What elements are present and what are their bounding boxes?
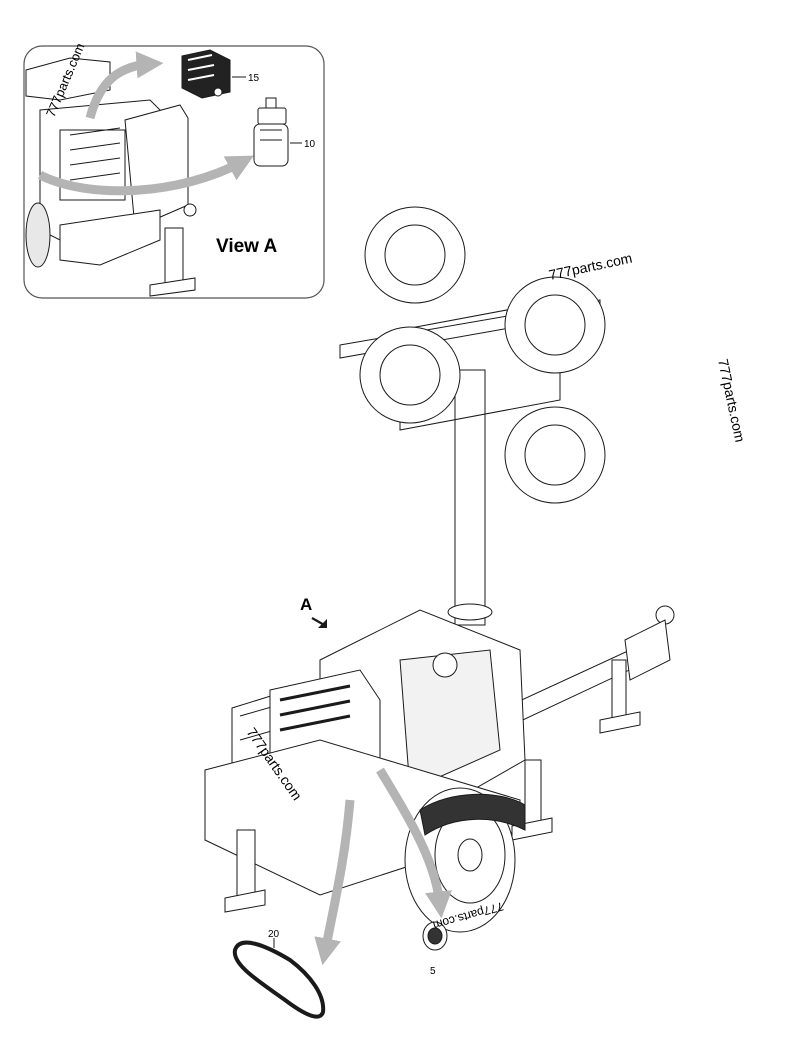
watermark-right-edge: 777parts.com <box>715 357 748 443</box>
callout-10: 10 <box>304 139 316 150</box>
callout-5: 5 <box>430 966 436 977</box>
inset-arrow-to-fuel-filter <box>37 155 254 196</box>
mast <box>454 369 486 626</box>
light-tower-drawing <box>204 206 675 1019</box>
v-belt-part <box>232 940 326 1019</box>
fuel-filter-part <box>253 97 289 167</box>
inset-view-a: 15 10 View A <box>23 45 325 299</box>
callout-20: 20 <box>268 929 280 940</box>
arrow-to-belt <box>314 799 355 966</box>
watermark-top-right: 777parts.com <box>547 250 633 283</box>
callout-15: 15 <box>248 73 260 84</box>
inset-title: View A <box>216 236 278 257</box>
view-marker-label: A <box>300 595 312 614</box>
arrow-to-oil-filter <box>376 767 452 919</box>
view-marker-arrowhead <box>318 619 327 628</box>
inset-arrow-to-air-filter <box>85 51 164 120</box>
air-filter-part <box>181 49 231 99</box>
oil-filter-part <box>422 921 448 951</box>
lamp-heads <box>359 206 606 504</box>
